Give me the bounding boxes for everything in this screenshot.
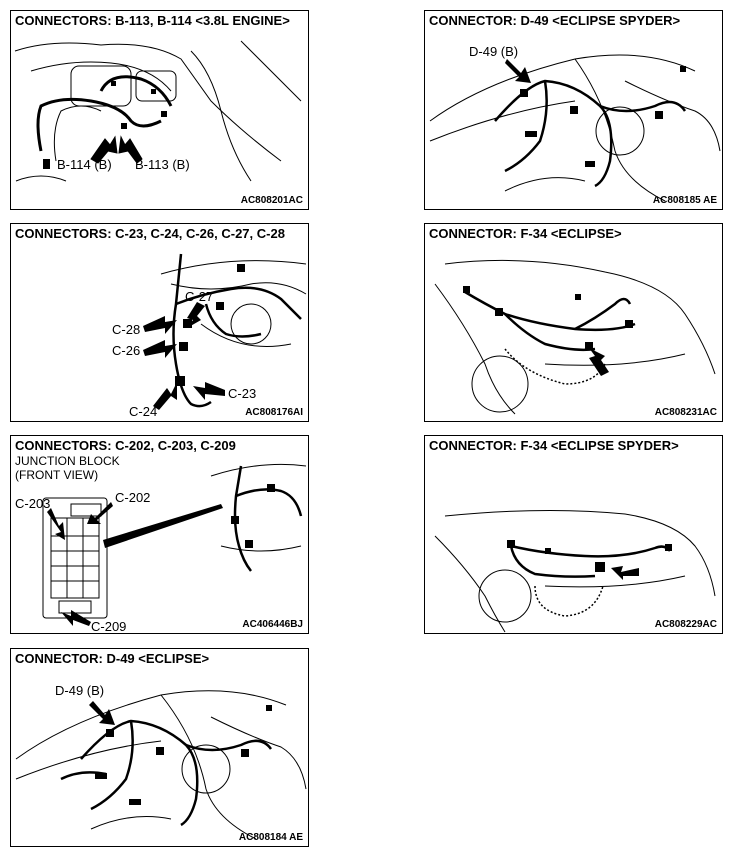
arrow-f34 [589, 348, 609, 376]
panel-title: CONNECTORS: C-202, C-203, C-209 [15, 438, 236, 453]
label-b113: B-113 (B) [135, 157, 190, 172]
figure-code: AC808229AC [654, 619, 717, 630]
arrow-f34 [611, 566, 639, 580]
arrow-b113 [118, 135, 143, 164]
engine-wiring-illustration [14, 40, 302, 182]
eclipse-interior-illustration [15, 690, 307, 840]
label-c28: C-28 [112, 322, 141, 337]
panel-title: CONNECTOR: F-34 <ECLIPSE> [429, 226, 622, 241]
spyder-interior-illustration [429, 54, 721, 202]
label-d49: D-49 (B) [469, 44, 519, 59]
arrow-c28 [143, 316, 177, 334]
arrow-c209 [61, 610, 91, 626]
figure-code: AC808184 AE [238, 832, 303, 843]
arrow-c202 [87, 502, 113, 524]
panel-b113-b114: CONNECTORS: B-113, B-114 <3.8L ENGINE> [10, 10, 309, 210]
front-view-caption: (FRONT VIEW) [15, 468, 99, 482]
panel-title: CONNECTOR: D-49 <ECLIPSE SPYDER> [429, 13, 681, 28]
eclipse-rear-illustration [434, 259, 716, 415]
label-c26: C-26 [112, 343, 141, 358]
label-d49: D-49 (B) [55, 683, 105, 698]
arrow-c26 [143, 340, 177, 358]
junction-block-illustration [42, 463, 307, 626]
arrow-b114 [90, 135, 118, 164]
panel-junction-block: CONNECTORS: C-202, C-203, C-209 JUNCTION… [10, 435, 309, 634]
arrow-d49 [505, 59, 531, 83]
arrow-c23 [193, 382, 225, 400]
label-b114: B-114 (B) [57, 157, 112, 172]
arrow-c203 [47, 508, 65, 540]
arrow-c24 [153, 382, 177, 410]
panel-title: CONNECTOR: D-49 <ECLIPSE> [15, 651, 210, 666]
junction-block-caption: JUNCTION BLOCK [15, 454, 120, 468]
panel-title: CONNECTOR: F-34 <ECLIPSE SPYDER> [429, 438, 679, 453]
panel-f34-spyder: CONNECTOR: F-34 <ECLIPSE SPYDER> AC80822… [424, 435, 723, 634]
figure-code: AC808185 AE [652, 195, 717, 206]
figure-code: AC808231AC [654, 407, 717, 418]
panel-title: CONNECTORS: C-23, C-24, C-26, C-27, C-28 [15, 226, 285, 241]
figure-code: AC808176AI [245, 407, 303, 418]
arrow-d49 [89, 701, 115, 725]
dashboard-wiring-illustration [143, 253, 307, 410]
label-c24: C-24 [129, 404, 158, 419]
label-c27: C-27 [185, 289, 214, 304]
panel-d49-spyder: CONNECTOR: D-49 <ECLIPSE SPYDER> D-49 (B… [424, 10, 723, 210]
figure-code: AC808201AC [240, 195, 303, 206]
spyder-rear-illustration [434, 509, 716, 633]
arrow-c27 [187, 302, 205, 328]
panel-title: CONNECTORS: B-113, B-114 <3.8L ENGINE> [15, 13, 290, 28]
panel-f34-eclipse: CONNECTOR: F-34 <ECLIPSE> AC808231AC [424, 223, 723, 422]
label-c203: C-203 [15, 496, 51, 511]
panel-c23-c28: CONNECTORS: C-23, C-24, C-26, C-27, C-28 [10, 223, 309, 422]
label-c202: C-202 [115, 490, 151, 505]
label-c209: C-209 [91, 619, 127, 634]
label-c23: C-23 [228, 386, 257, 401]
panel-d49-eclipse: CONNECTOR: D-49 <ECLIPSE> D-49 (B) AC808… [10, 648, 309, 847]
figure-code: AC406446BJ [242, 619, 303, 630]
